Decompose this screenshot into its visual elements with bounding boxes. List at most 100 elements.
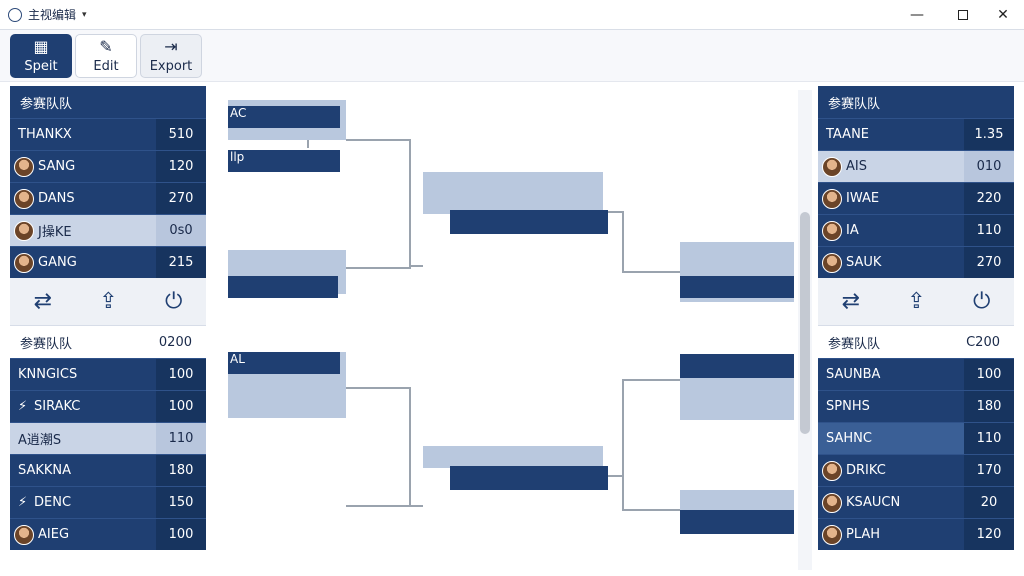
bracket-slot-label: AL <box>230 352 245 366</box>
share-icon[interactable]: ⇪ <box>907 289 926 314</box>
export-button[interactable]: ⇥ Export <box>140 34 202 78</box>
team-row[interactable]: THANKX 510 <box>10 118 206 150</box>
team-name: PLAH <box>846 527 881 542</box>
maximize-icon <box>958 10 968 20</box>
share-icon[interactable]: ⇪ <box>99 289 118 314</box>
bracket-slot[interactable]: AL <box>228 352 340 374</box>
avatar <box>822 156 842 177</box>
right-group2-title: 参赛队队 <box>828 336 881 352</box>
swap-icon[interactable]: ⇄ <box>841 289 861 314</box>
split-button[interactable]: ▦ Speit <box>10 34 72 78</box>
bracket-canvas: AC llp AL <box>228 90 798 570</box>
avatar <box>14 188 34 209</box>
lightning-icon: ⚡ <box>18 495 28 510</box>
team-row[interactable]: A逍潮S 110 <box>10 422 206 454</box>
team-row[interactable]: SANG 120 <box>10 150 206 182</box>
team-name: DANS <box>38 191 75 206</box>
team-score: 010 <box>964 151 1014 182</box>
edit-label: Edit <box>93 59 119 74</box>
team-name: SIRAKC <box>34 399 81 414</box>
team-score: 110 <box>964 423 1014 454</box>
bracket-slot[interactable] <box>680 510 794 534</box>
bracket-connectors <box>278 133 683 511</box>
team-row[interactable]: KNNGICS 100 <box>10 358 206 390</box>
grid-icon: ▦ <box>33 37 49 56</box>
edit-button[interactable]: ✎ Edit <box>75 34 137 78</box>
team-name: SAUK <box>846 255 882 270</box>
team-score: 120 <box>156 151 206 182</box>
right-group2-header: 参赛队队 C200 <box>818 326 1014 358</box>
connector-line <box>346 139 423 267</box>
team-score: 110 <box>156 423 206 454</box>
team-name: A逍潮S <box>18 433 62 448</box>
bracket-slot[interactable]: llp <box>228 150 340 172</box>
team-score: 180 <box>156 455 206 486</box>
bracket-slot[interactable] <box>228 276 338 298</box>
team-score: 220 <box>964 183 1014 214</box>
team-score: 120 <box>964 519 1014 550</box>
close-button[interactable]: ✕ <box>997 7 1009 23</box>
bracket-slot[interactable] <box>423 446 603 468</box>
bracket-slot[interactable] <box>450 466 608 490</box>
bracket-slot[interactable] <box>450 210 608 234</box>
team-row[interactable]: AIEG 100 <box>10 518 206 550</box>
team-row[interactable]: SPNHS 180 <box>818 390 1014 422</box>
connector-line <box>603 211 683 273</box>
power-icon[interactable]: ⏻ <box>164 289 183 314</box>
pencil-icon: ✎ <box>99 37 113 56</box>
chevron-down-icon[interactable]: ▾ <box>82 9 87 20</box>
team-name: SANG <box>38 159 76 174</box>
team-name: KSAUCN <box>846 495 901 510</box>
left-group1-header: 参赛队队 <box>10 86 206 118</box>
team-name: AIEG <box>38 527 70 542</box>
left-group2-value: 0200 <box>158 334 192 350</box>
toolbar: ▦ Speit ✎ Edit ⇥ Export <box>0 30 1024 82</box>
power-icon[interactable]: ⏻ <box>972 289 991 314</box>
team-row[interactable]: PLAH 120 <box>818 518 1014 550</box>
team-score: 150 <box>156 487 206 518</box>
team-score: 100 <box>156 391 206 422</box>
bracket-slot[interactable] <box>680 354 794 378</box>
team-score: 180 <box>964 391 1014 422</box>
team-row[interactable]: SAUK 270 <box>818 246 1014 278</box>
connector-line <box>622 476 683 511</box>
bracket-slot[interactable] <box>423 172 603 214</box>
team-name: SPNHS <box>826 399 870 414</box>
split-label: Speit <box>24 59 58 74</box>
maximize-button[interactable] <box>940 0 986 30</box>
window-title: 主视编辑 <box>28 8 77 22</box>
export-icon: ⇥ <box>164 37 178 56</box>
team-score: 270 <box>964 247 1014 278</box>
bracket-slot[interactable]: AC <box>228 106 340 128</box>
minimize-button[interactable]: — <box>910 7 924 23</box>
team-name: THANKX <box>18 127 72 142</box>
team-name: KNNGICS <box>18 367 78 382</box>
swap-icon[interactable]: ⇄ <box>33 289 53 314</box>
avatar <box>14 156 34 177</box>
team-score: 100 <box>156 519 206 550</box>
team-score: 1.35 <box>964 119 1014 150</box>
team-score: 100 <box>156 359 206 390</box>
team-name: SAUNBA <box>826 367 881 382</box>
avatar <box>822 492 842 513</box>
bracket-slot[interactable] <box>680 378 794 420</box>
app-icon <box>8 7 22 22</box>
bracket-slot[interactable] <box>680 276 794 298</box>
team-score: 510 <box>156 119 206 150</box>
bracket-scrollbar-thumb[interactable] <box>800 212 810 434</box>
